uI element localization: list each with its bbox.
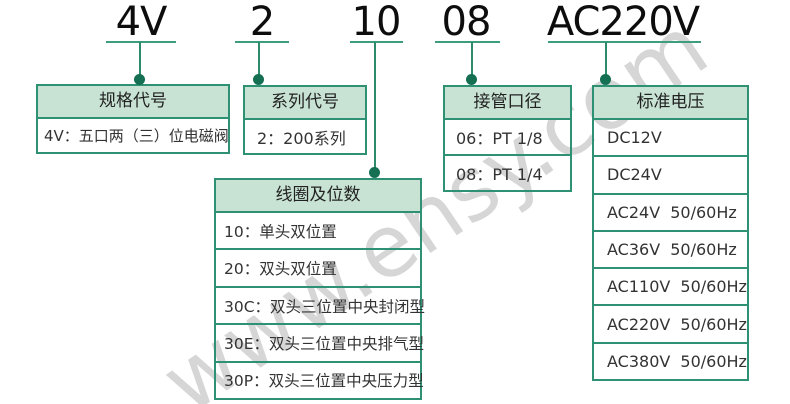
code-segment-voltage: AC220V (546, 0, 700, 45)
spec-row: 30P：双头三位置中央压力型 (216, 360, 424, 398)
spec-code-header: 规格代号 (38, 86, 228, 119)
connector-dot (369, 167, 380, 178)
series-code-box: 系列代号 2：200系列 (243, 85, 367, 155)
coil-positions-box: 线圈及位数 10：单头双位置 20：双头双位置 30C：双头三位置中央封闭型 3… (214, 178, 425, 400)
spec-row: 06：PT 1/8 (456, 129, 543, 148)
spec-row: DC12V (607, 128, 662, 148)
port-size-header: 接管口径 (445, 87, 570, 120)
spec-row: 08：PT 1/4 (445, 154, 570, 190)
connector-dot (253, 74, 264, 85)
standard-voltage-box: 标准电压 DC12V DC24V AC24V 50/60Hz AC36V 50/… (592, 85, 749, 381)
connector-dot (600, 74, 611, 85)
spec-row: 30C：双头三位置中央封闭型 (216, 285, 425, 323)
spec-row: 10：单头双位置 (224, 222, 337, 241)
spec-row: 20：双头双位置 (216, 248, 420, 285)
connector-line (139, 42, 141, 79)
spec-row: 2：200系列 (257, 128, 346, 148)
code-underline (350, 41, 403, 43)
spec-row: AC220V 50/60Hz (594, 304, 747, 341)
connector-dot (134, 74, 145, 85)
spec-row: DC24V (594, 155, 747, 192)
port-size-box: 接管口径 06：PT 1/8 08：PT 1/4 (443, 85, 572, 192)
spec-row: 4V：五口两（三）位电磁阀 (44, 127, 229, 145)
spec-code-box: 规格代号 4V：五口两（三）位电磁阀 (36, 84, 230, 154)
code-underline (548, 41, 701, 43)
connector-line (605, 42, 607, 79)
spec-row: AC380V 50/60Hz (594, 341, 747, 379)
connector-line (471, 42, 473, 79)
code-segment-series: 2 (249, 0, 275, 45)
code-segment-spec: 4V (115, 0, 168, 45)
spec-row: AC110V 50/60Hz (594, 267, 747, 304)
code-underline (235, 41, 289, 43)
code-underline (106, 41, 176, 43)
connector-dot (466, 74, 477, 85)
spec-row: AC24V 50/60Hz (594, 192, 747, 230)
spec-row: AC36V 50/60Hz (594, 229, 747, 267)
code-segment-coil: 10 (351, 0, 402, 45)
series-code-header: 系列代号 (245, 87, 365, 120)
code-segment-port: 08 (441, 0, 492, 45)
standard-voltage-header: 标准电压 (594, 87, 747, 120)
connector-line (258, 42, 260, 79)
coil-positions-header: 线圈及位数 (216, 180, 420, 213)
spec-row: 30E：双头三位置中央排气型 (216, 323, 424, 360)
code-underline (435, 41, 500, 43)
connector-line (374, 42, 376, 172)
